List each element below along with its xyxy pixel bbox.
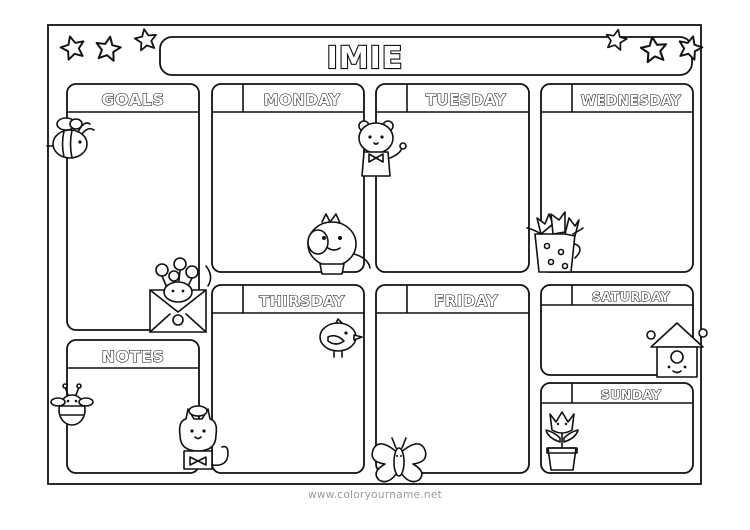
wednesday-panel: WEDNESDAY	[540, 83, 694, 273]
sunday-panel: SUNDAY	[540, 382, 694, 474]
bee-icon	[50, 383, 94, 426]
thirsday-panel: THIRSDAY	[211, 284, 365, 474]
bee-icon	[46, 117, 95, 159]
friday-panel: FRIDAY	[375, 284, 530, 474]
tulip-pot-icon	[545, 411, 579, 471]
bear-icon	[358, 120, 407, 177]
notes-label: NOTES	[102, 347, 165, 366]
friday-label: FRIDAY	[434, 292, 499, 310]
birdhouse-icon	[646, 322, 708, 378]
sunday-label: SUNDAY	[601, 387, 662, 402]
tuesday-panel: TUESDAY	[375, 83, 530, 273]
notes-panel: NOTES	[66, 339, 200, 474]
cat-icon	[178, 405, 229, 470]
monday-label: MONDAY	[264, 91, 341, 109]
bird-icon	[319, 318, 363, 358]
saturday-label: SATURDAY	[592, 289, 670, 304]
tuesday-label: TUESDAY	[426, 91, 507, 109]
butterfly-icon	[371, 437, 427, 483]
flower-pot-icon	[526, 211, 584, 273]
envelope-icon	[149, 257, 212, 333]
saturday-panel: SATURDAY	[540, 284, 694, 376]
thirsday-label: THIRSDAY	[259, 294, 344, 310]
dinosaur-icon	[307, 213, 371, 275]
wednesday-label: WEDNESDAY	[581, 93, 681, 109]
page-title: IMIE	[327, 41, 404, 76]
goals-label: GOALS	[102, 90, 165, 109]
watermark: www.coloryourname.net	[307, 489, 443, 501]
